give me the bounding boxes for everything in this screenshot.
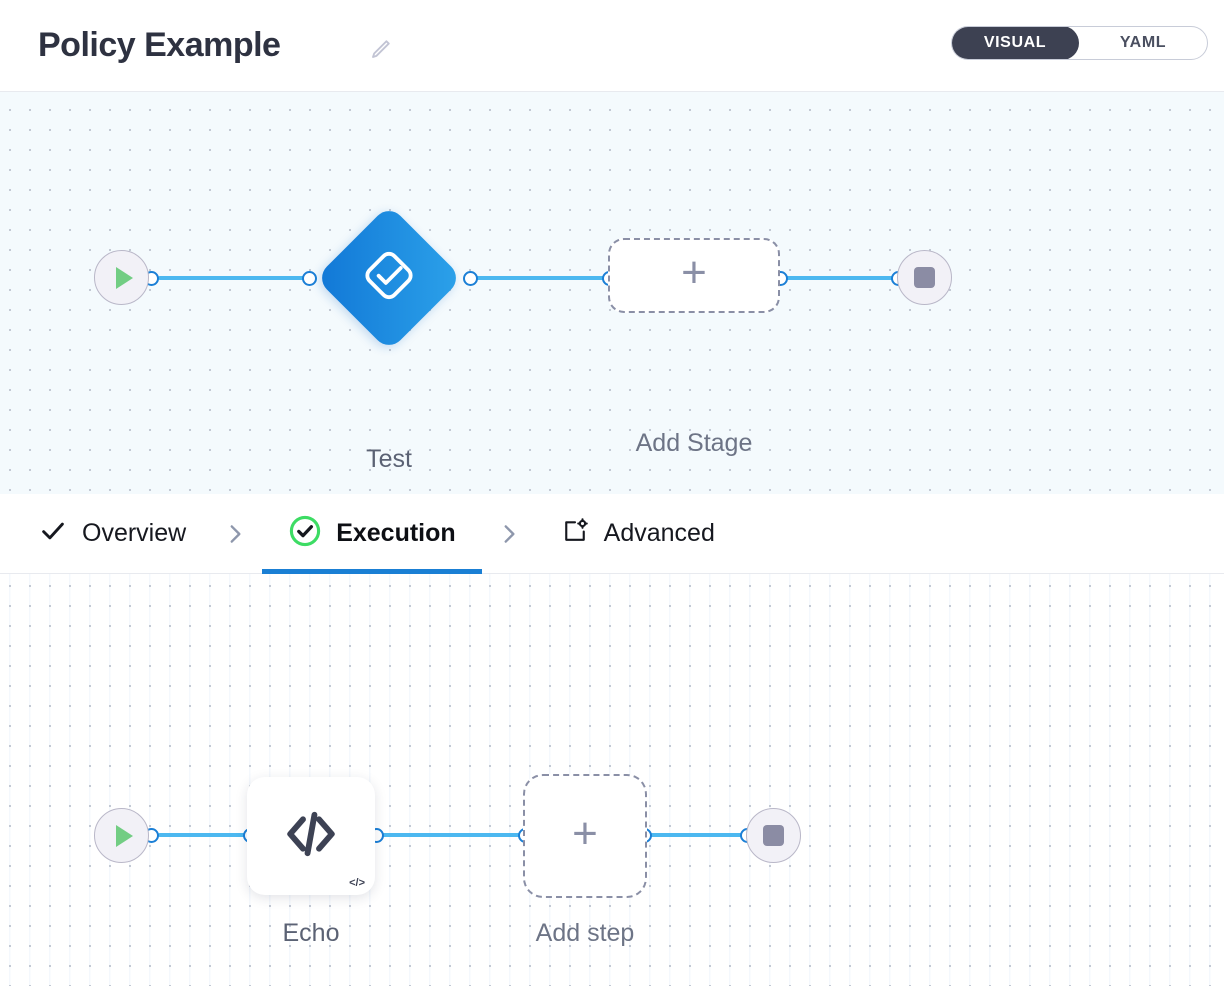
pencil-icon[interactable] — [366, 36, 394, 64]
step-end-node[interactable] — [746, 808, 801, 863]
stop-icon — [763, 825, 784, 846]
stage-end-node[interactable] — [897, 250, 952, 305]
connector-addstep-to-end — [650, 833, 754, 837]
connector-test-to-addstage — [470, 276, 614, 280]
step-label-echo: Echo — [282, 919, 340, 947]
mode-visual-button[interactable]: VISUAL — [952, 27, 1079, 59]
stage-label-test: Test — [366, 445, 412, 473]
connector-start-to-test — [158, 276, 310, 280]
plus-icon: + — [572, 808, 598, 858]
connector-start-to-echo — [158, 833, 252, 837]
step-node-echo[interactable]: </> — [247, 777, 375, 895]
tab-overview[interactable]: Overview — [0, 494, 208, 574]
tab-execution-label: Execution — [336, 519, 456, 547]
chevron-right-icon-2 — [482, 521, 536, 547]
port-test-out[interactable] — [463, 271, 478, 286]
tab-advanced[interactable]: Advanced — [536, 494, 737, 574]
window-gear-icon — [560, 516, 590, 551]
check-circle-green-icon — [288, 514, 322, 553]
tab-execution[interactable]: Execution — [262, 494, 482, 574]
step-canvas[interactable]: </> Echo + Add step — [0, 574, 1224, 986]
plus-icon: + — [681, 248, 707, 297]
mode-yaml-button[interactable]: YAML — [1079, 27, 1207, 59]
step-type-badge: </> — [349, 877, 365, 889]
connector-echo-to-addstep — [382, 833, 530, 837]
step-start-node[interactable] — [94, 808, 149, 863]
stage-node-test[interactable] — [315, 204, 463, 352]
add-step-button[interactable]: + — [523, 774, 647, 898]
check-icon — [38, 516, 68, 551]
detail-tabbar: Overview Execution — [0, 494, 1224, 574]
stage-canvas[interactable]: Test + Add Stage — [0, 92, 1224, 494]
code-icon — [279, 802, 343, 871]
tab-overview-label: Overview — [82, 519, 187, 547]
add-stage-label: Add Stage — [635, 429, 753, 457]
port-test-in[interactable] — [302, 271, 317, 286]
add-step-label: Add step — [535, 919, 635, 947]
connector-addstage-to-end — [780, 276, 902, 280]
play-icon — [115, 824, 133, 847]
stage-start-node[interactable] — [94, 250, 149, 305]
page-header: Policy Example VISUAL YAML — [0, 0, 1224, 92]
tab-advanced-label: Advanced — [603, 519, 715, 547]
view-mode-toggle[interactable]: VISUAL YAML — [951, 26, 1208, 60]
stop-icon — [914, 267, 935, 288]
chevron-right-icon — [208, 521, 262, 547]
page-title: Policy Example — [38, 26, 281, 64]
add-stage-button[interactable]: + — [608, 238, 780, 313]
stage-diamond-shape — [315, 204, 463, 352]
tab-active-underline — [262, 568, 482, 574]
play-icon — [115, 266, 133, 289]
